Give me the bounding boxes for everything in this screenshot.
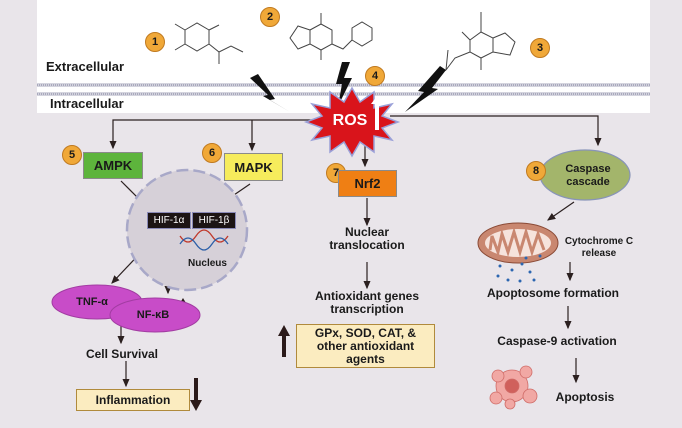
dna-icon	[179, 229, 229, 251]
up-arrow-icon	[278, 325, 290, 357]
antioxidant-transcription-label: Antioxidant genes transcription	[314, 289, 419, 316]
extracellular-label: Extracellular	[46, 59, 125, 74]
nrf2-node: Nrf2	[338, 170, 397, 197]
hif1b-node: HIF-1β	[192, 212, 236, 229]
intracellular-label: Intracellular	[50, 96, 124, 111]
badge-1: 1	[145, 32, 165, 52]
nfkb-label: NF-κB	[136, 309, 170, 321]
cell-survival-label: Cell Survival	[85, 347, 159, 361]
nucleus-icon	[125, 168, 249, 292]
mapk-node: MAPK	[224, 153, 283, 181]
ros-burst-icon	[303, 86, 401, 158]
antioxidant-agents-box: GPx, SOD, CAT, & other antioxidant agent…	[296, 324, 435, 368]
badge-2: 2	[260, 7, 280, 27]
ros-label: ROS	[332, 112, 368, 129]
apoptotic-cell-icon	[489, 365, 538, 410]
nuclear-translocation-label: Nuclear translocation	[329, 225, 405, 252]
nucleus-label: Nucleus	[188, 258, 227, 269]
down-arrow-icon	[190, 378, 202, 411]
lightning-bolt-icon	[250, 62, 446, 112]
up-arrow-icon	[371, 96, 383, 130]
apoptosis-label: Apoptosis	[555, 390, 615, 404]
molecule-3	[432, 12, 516, 79]
caspase9-label: Caspase-9 activation	[497, 334, 617, 348]
molecule-1	[174, 22, 244, 64]
badge-6: 6	[202, 143, 222, 163]
mitochondrion-icon	[477, 222, 559, 283]
badge-3: 3	[530, 38, 550, 58]
inflammation-box: Inflammation	[76, 389, 190, 411]
tnf-alpha-label: TNF-α	[76, 296, 108, 308]
badge-5: 5	[62, 145, 82, 165]
apoptosome-label: Apoptosome formation	[487, 286, 619, 300]
badge-4: 4	[365, 66, 385, 86]
molecule-2	[289, 13, 373, 60]
caspase-cascade-label: Caspase cascade	[565, 163, 611, 188]
badge-8: 8	[526, 161, 546, 181]
ampk-node: AMPK	[83, 152, 143, 179]
hif1a-node: HIF-1α	[147, 212, 191, 229]
nfkb-node	[109, 297, 201, 333]
cytochrome-c-label: Cytochrome C release	[564, 236, 634, 259]
